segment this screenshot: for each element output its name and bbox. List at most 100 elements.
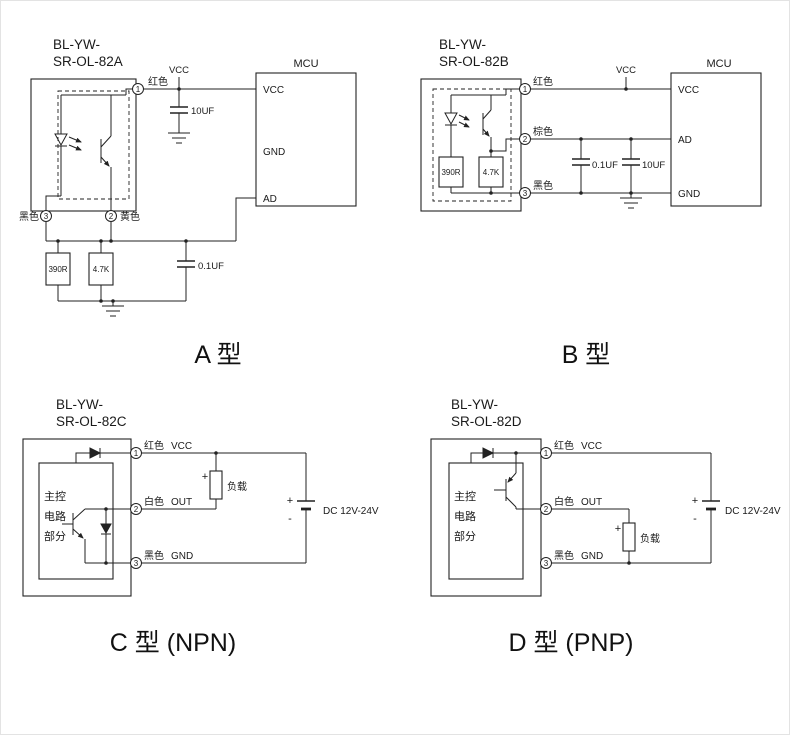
pin-1-marker: 1 — [130, 447, 142, 459]
diagram-d: BL-YW- SR-OL-82D 主控 电路 部分 — [430, 397, 781, 657]
capacitor-01uf-label: 0.1UF — [198, 261, 224, 272]
mcu-pin-vcc: VCC — [678, 85, 699, 96]
lower-bus-wiring — [46, 197, 256, 303]
mcu-pin-vcc: VCC — [263, 85, 284, 96]
mcu-title: MCU — [706, 58, 731, 70]
pin-2-color-label: 黄色 — [120, 210, 140, 223]
main-control-label-3: 部分 — [454, 529, 476, 543]
pin-3-number: 3 — [523, 189, 528, 198]
resistor-390r: 390R — [438, 156, 464, 193]
pin-1-number: 1 — [134, 449, 139, 458]
load-label: 负载 — [227, 480, 247, 493]
pin-1-color-label: 红色 — [554, 439, 574, 452]
npn-transistor-icon — [62, 508, 86, 539]
sensor-b-internal-wiring — [451, 88, 520, 195]
load-plus-sign: + — [202, 471, 208, 483]
sensor-c-box — [22, 438, 132, 597]
pin-3-marker: 3 — [519, 187, 531, 199]
pin-1-marker: 1 — [540, 447, 552, 459]
sensor-b-box — [420, 78, 522, 212]
main-control-label-2: 电路 — [44, 510, 66, 523]
pin-3-marker: 3 — [540, 557, 552, 569]
capacitor-01uf-label: 0.1UF — [592, 160, 618, 171]
load-component: + 负载 — [202, 451, 247, 509]
mcu-pin-ad: AD — [678, 135, 692, 146]
model-b-title-line1: BL-YW- — [439, 37, 486, 52]
battery-minus-sign: - — [288, 513, 292, 525]
phototransistor-icon — [100, 95, 112, 211]
capacitor-01uf: 0.1UF — [572, 137, 618, 195]
vcc-label: VCC — [616, 65, 636, 76]
wiring-to-mcu — [530, 88, 671, 194]
pin-2-marker: 2 — [105, 210, 117, 222]
pin-3-marker: 3 — [40, 210, 52, 222]
protection-diode-icon — [482, 447, 495, 459]
vcc-label: VCC — [169, 65, 189, 76]
model-c-title-line2: SR-OL-82C — [56, 414, 127, 429]
model-a-title-line2: SR-OL-82A — [53, 54, 123, 69]
pin-2-signal-label: OUT — [171, 497, 192, 508]
external-wiring — [551, 452, 711, 564]
pin-2-color-label: 棕色 — [533, 125, 553, 138]
resistor-4k7-label: 4.7K — [483, 168, 500, 177]
pin-2-number: 2 — [134, 505, 139, 514]
diagram-d-caption: D 型 (PNP) — [508, 629, 633, 657]
model-a-title-line1: BL-YW- — [53, 37, 100, 52]
battery-icon: + - DC 12V-24V — [287, 453, 379, 563]
pin-2-color-label: 白色 — [144, 495, 164, 508]
sensor-a-internal-wiring — [45, 88, 133, 211]
battery-minus-sign: - — [693, 513, 697, 525]
mcu-title: MCU — [293, 58, 318, 70]
load-component: + 负载 — [615, 509, 660, 565]
main-control-label-1: 主控 — [454, 489, 476, 503]
pin-2-marker: 2 — [519, 133, 531, 145]
battery-plus-sign: + — [287, 495, 293, 507]
main-control-label-3: 部分 — [44, 529, 66, 543]
main-control-label-2: 电路 — [454, 510, 476, 523]
pin-1-signal-label: VCC — [171, 441, 192, 452]
main-control-label-1: 主控 — [44, 489, 66, 503]
vcc-node: VCC — [616, 65, 636, 91]
led-emitter-icon — [444, 95, 470, 157]
pin-3-color-label: 黑色 — [144, 549, 164, 562]
model-d-title-line1: BL-YW- — [451, 397, 498, 412]
diagram-c: BL-YW- SR-OL-82C 主控 电路 部分 — [22, 397, 379, 657]
pin-3-number: 3 — [44, 212, 49, 221]
resistor-4k7: 4.7K — [88, 241, 114, 301]
phototransistor-icon — [482, 95, 492, 157]
capacitor-10uf: 10UF — [622, 137, 665, 195]
sensor-d-box — [430, 438, 542, 597]
pin-1-marker: 1 — [519, 83, 531, 95]
model-c-title-line1: BL-YW- — [56, 397, 103, 412]
capacitor-10uf-label: 10UF — [642, 160, 665, 171]
pin-3-marker: 3 — [130, 557, 142, 569]
load-label: 负载 — [640, 532, 660, 545]
mcu-pin-ad: AD — [263, 194, 277, 205]
diagram-c-caption: C 型 (NPN) — [110, 629, 236, 657]
pin-2-color-label: 白色 — [554, 495, 574, 508]
resistor-390r: 390R — [45, 241, 71, 301]
pin-1-color-label: 红色 — [144, 439, 164, 452]
pnp-transistor-icon — [494, 472, 517, 508]
pin-3-signal-label: GND — [171, 551, 193, 562]
sensor-a-box — [30, 78, 137, 212]
pin-1-number: 1 — [136, 85, 141, 94]
pin-2-number: 2 — [109, 212, 114, 221]
pin-2-number: 2 — [544, 505, 549, 514]
capacitor-10uf-label: 10UF — [191, 106, 214, 117]
diagram-a: BL-YW- SR-OL-82A — [19, 37, 357, 369]
resistor-390r-label: 390R — [441, 168, 460, 177]
pin-2-marker: 2 — [130, 503, 142, 515]
resistor-4k7-label: 4.7K — [93, 265, 110, 274]
capacitor-10uf: 10UF — [170, 89, 214, 133]
sensor-d-internal-wiring — [470, 447, 541, 510]
external-wiring — [141, 452, 306, 564]
mcu-a-box: MCU VCC GND AD — [255, 58, 357, 207]
model-d-title-line2: SR-OL-82D — [451, 414, 522, 429]
pin-3-signal-label: GND — [581, 551, 603, 562]
pin-2-marker: 2 — [540, 503, 552, 515]
pin-3-color-label: 黑色 — [19, 210, 39, 223]
sensor-c-internal-wiring — [62, 447, 131, 565]
